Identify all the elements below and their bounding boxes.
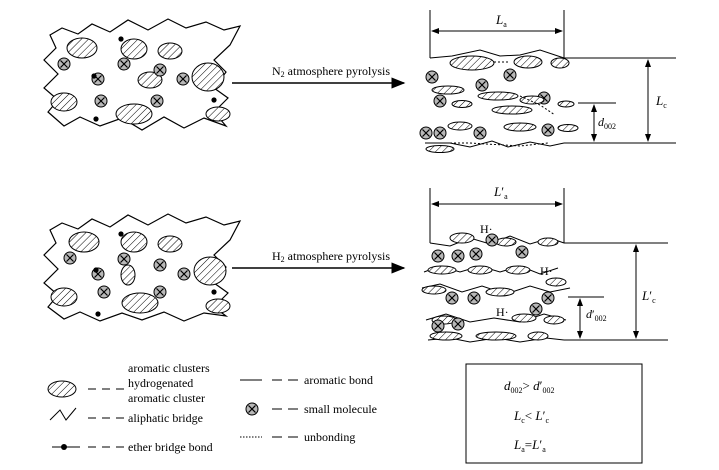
legend-unbonding: unbonding bbox=[304, 430, 355, 444]
legend-aromatic-clusters: aromatic clusters bbox=[128, 361, 210, 375]
comparison-box: d002> d′002 Lc< L′c La=L′a bbox=[465, 363, 643, 464]
comparison-lc: Lc< L′c bbox=[513, 408, 549, 425]
h2-char-structure: L′a L′c d′002 H· H· H· bbox=[421, 184, 668, 343]
small-molecule-symbol bbox=[245, 402, 259, 416]
h2-d002-label: d′002 bbox=[586, 307, 607, 323]
h2-arrow-label: H2 atmosphere pyrolysis bbox=[272, 249, 390, 264]
legend-aromatic-bond: aromatic bond bbox=[304, 373, 373, 387]
h-radical-label-2: H· bbox=[540, 264, 553, 278]
aliphatic-bridge-symbol bbox=[49, 407, 77, 421]
h-radical-label-1: H· bbox=[480, 222, 493, 236]
h2-la-label: L′a bbox=[493, 184, 508, 201]
h-radical-label-3: H· bbox=[496, 305, 509, 319]
legend-ether-bridge: ether bridge bond bbox=[128, 440, 213, 454]
h2-lc-label: L′c bbox=[641, 288, 656, 305]
legend-hydrogenated-1: hydrogenated bbox=[128, 376, 193, 390]
n2-pyrolysis-arrow: N2 atmosphere pyrolysis bbox=[232, 64, 406, 89]
n2-la-label: La bbox=[495, 12, 507, 29]
h2-pyrolysis-arrow: H2 atmosphere pyrolysis bbox=[232, 249, 406, 274]
comparison-la: La=L′a bbox=[513, 437, 546, 454]
raw-coal-structure-bottom bbox=[43, 213, 242, 322]
legend: aromatic clusters hydrogenated aromatic … bbox=[47, 361, 377, 454]
aromatic-cluster-symbol bbox=[47, 380, 77, 398]
legend-hydrogenated-2: aromatic cluster bbox=[128, 391, 205, 405]
raw-coal-structure-top bbox=[43, 18, 242, 131]
n2-lc-label: Lc bbox=[655, 93, 667, 110]
n2-d002-label: d002 bbox=[598, 115, 616, 131]
n2-arrow-label: N2 atmosphere pyrolysis bbox=[272, 64, 390, 79]
n2-char-structure: La Lc d002 bbox=[419, 10, 676, 153]
legend-small-molecule: small molecule bbox=[304, 402, 377, 416]
comparison-d002: d002> d′002 bbox=[504, 378, 554, 395]
legend-aliphatic-bridge: aliphatic bridge bbox=[128, 411, 203, 425]
